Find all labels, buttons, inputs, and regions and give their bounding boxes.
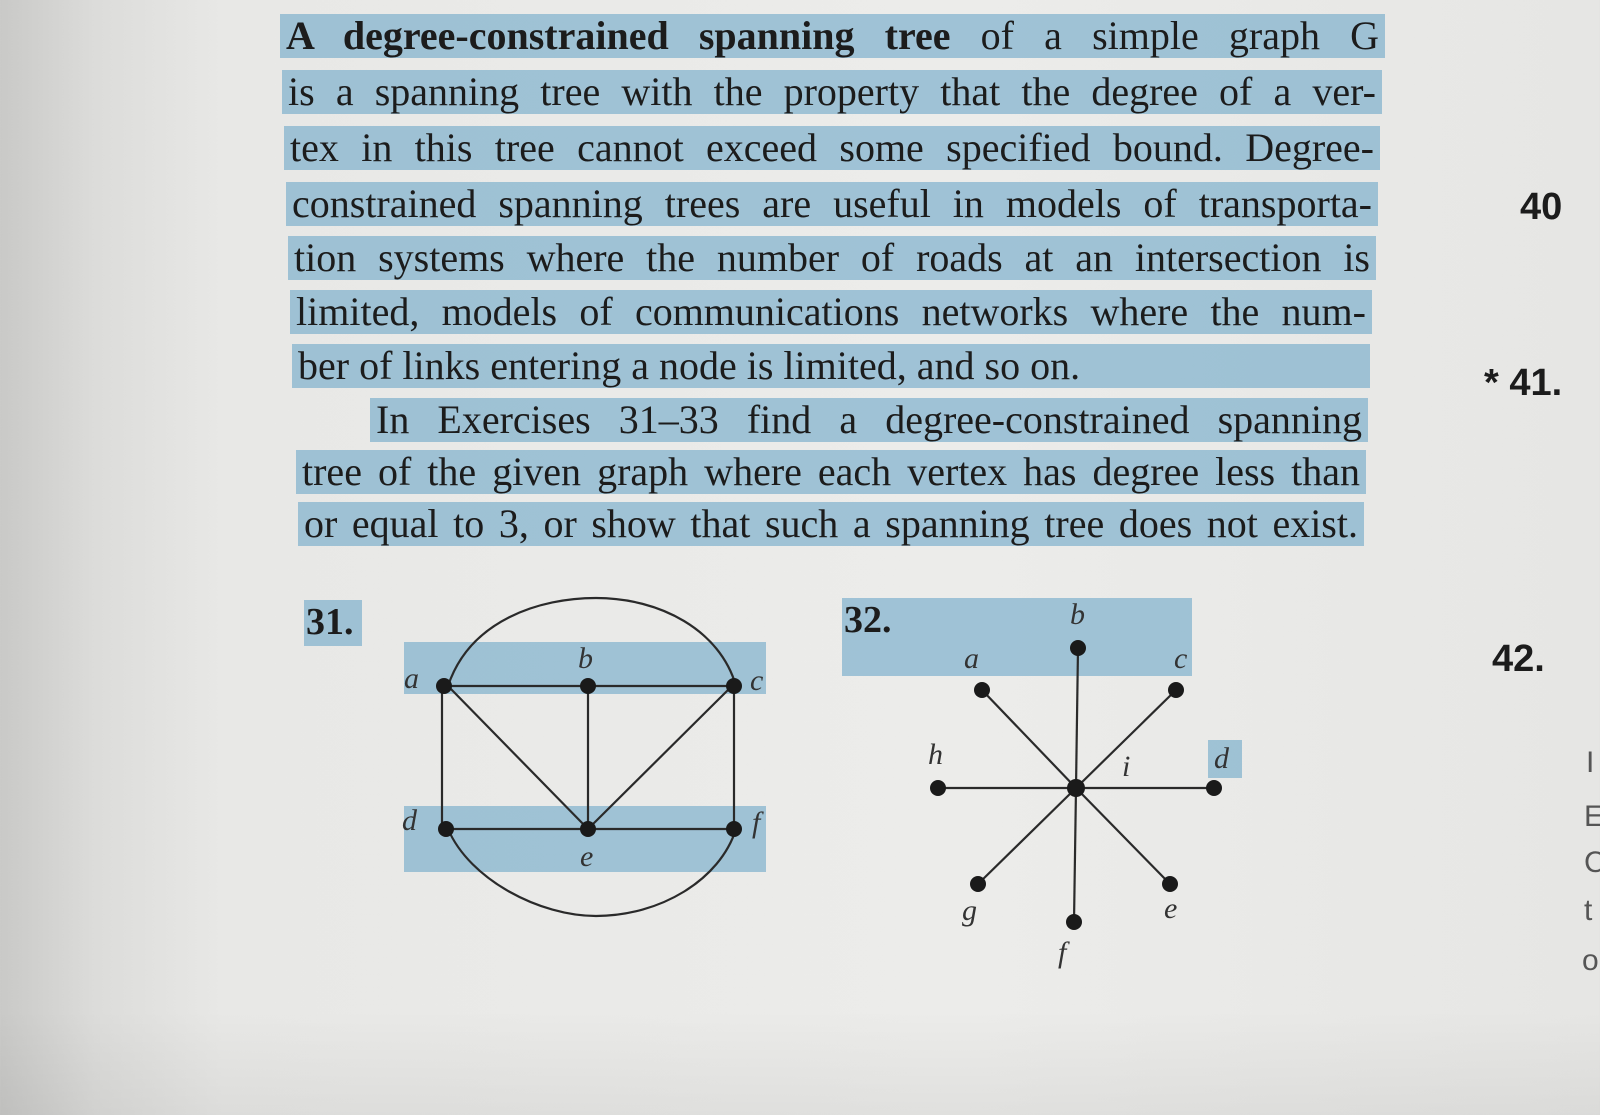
vertex-c — [1168, 682, 1184, 698]
paragraph-line-7: ber of links entering a node is limited,… — [292, 344, 1370, 388]
vertex-f — [726, 821, 742, 837]
paragraph-line-3: tex in this tree cannot exceed some spec… — [284, 126, 1380, 170]
cut-text-fragment: o — [1582, 944, 1599, 977]
label-d: d — [1214, 742, 1230, 775]
cut-text-fragment: E — [1584, 800, 1600, 833]
instruction-line-1: In Exercises 31–33 find a degree-constra… — [370, 398, 1368, 442]
vertex-a — [974, 682, 990, 698]
paragraph-line-2: is a spanning tree with the property tha… — [282, 70, 1382, 114]
ex32-label-d-highlight — [1208, 740, 1242, 778]
label-c: c — [750, 664, 763, 697]
vertex-g — [970, 876, 986, 892]
label-c: c — [1174, 642, 1187, 675]
paragraph-line-6: limited, models of communications networ… — [290, 290, 1372, 334]
ex32-number-highlight — [842, 598, 1192, 676]
label-h: h — [928, 738, 943, 771]
edge-a-e — [447, 685, 589, 830]
vertex-b — [580, 678, 596, 694]
vertex-d — [438, 821, 454, 837]
paragraph-line-4: constrained spanning trees are useful in… — [286, 182, 1378, 226]
cut-text-fragment: I — [1586, 746, 1595, 779]
edge-i-f — [1072, 787, 1078, 923]
vertex-e — [580, 821, 596, 837]
vertex-f — [1066, 914, 1082, 930]
edge-d-f-arc — [446, 828, 738, 918]
label-d: d — [402, 804, 418, 837]
cut-text-fragment: t — [1584, 894, 1593, 927]
vertex-a — [436, 678, 452, 694]
vertex-h — [930, 780, 946, 796]
edge-a-c-arc — [446, 596, 738, 687]
vertex-e — [1162, 876, 1178, 892]
edge-i-a — [981, 689, 1077, 789]
exercise-31-number: 31. — [306, 601, 354, 643]
exercise-number-42: 42. — [1492, 638, 1545, 680]
label-i: i — [1122, 750, 1130, 783]
vertex-b — [1070, 640, 1086, 656]
edge-c-e — [587, 685, 733, 830]
exercise-32-number: 32. — [844, 599, 892, 641]
edge-i-e — [1075, 787, 1171, 885]
label-g: g — [962, 894, 977, 927]
label-a: a — [404, 662, 419, 695]
label-b: b — [578, 642, 593, 675]
ex31-row-highlight-bottom — [404, 806, 766, 872]
vertex-d — [1206, 780, 1222, 796]
edge-i-b — [1074, 647, 1080, 789]
label-e: e — [1164, 892, 1177, 925]
instruction-line-3: or equal to 3, or show that such a spann… — [298, 502, 1364, 546]
edge-i-g — [977, 787, 1077, 885]
vertex-i — [1067, 779, 1085, 797]
paragraph-line-5: tion systems where the number of roads a… — [288, 236, 1376, 280]
term-bold: A degree-constrained spanning tree — [286, 13, 951, 58]
page-bottom-shadow — [0, 1010, 1600, 1115]
label-a: a — [964, 642, 979, 675]
label-b: b — [1070, 598, 1085, 631]
label-e: e — [580, 840, 593, 873]
exercise-number-41: * 41. — [1484, 362, 1563, 404]
exercise-number-40: 40 — [1520, 186, 1563, 228]
paragraph-line-1: A degree-constrained spanning tree of a … — [280, 14, 1385, 58]
cut-text-fragment: C — [1584, 846, 1600, 879]
edge-i-c — [1075, 689, 1177, 789]
label-f: f — [1058, 936, 1070, 969]
ex31-number-highlight — [304, 600, 362, 646]
vertex-c — [726, 678, 742, 694]
instruction-line-2: tree of the given graph where each verte… — [296, 450, 1366, 494]
